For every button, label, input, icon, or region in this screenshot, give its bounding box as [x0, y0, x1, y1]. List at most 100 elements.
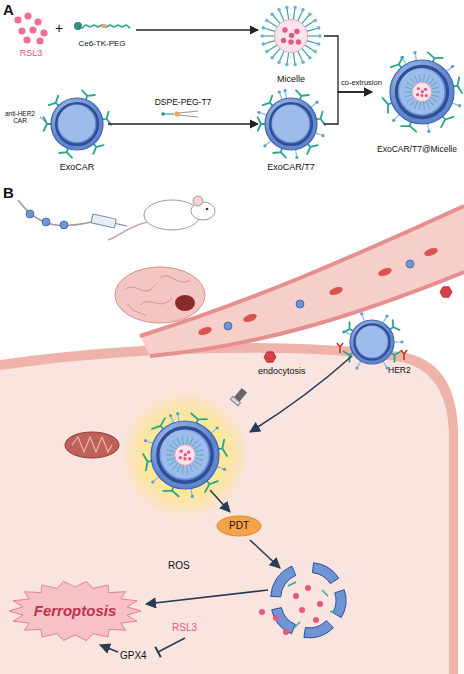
micelle-drawing: [194, 461, 200, 465]
process-arrow: [146, 590, 268, 604]
ruptured-exosome: [272, 608, 296, 634]
micelle-drawing: [168, 458, 175, 460]
micelle-drawing: [293, 63, 297, 67]
micelle-drawing: [199, 464, 201, 466]
exosome-drawing: [263, 144, 266, 147]
exosome-drawing: [315, 101, 318, 104]
micelle-drawing: [411, 80, 415, 85]
lipid-icon: [179, 111, 198, 117]
node-text: RSL3: [20, 48, 43, 58]
exosome-drawing: [315, 133, 322, 135]
micelle-drawing: [308, 35, 319, 36]
mitochondrion: [72, 437, 112, 452]
micelle-drawing: [182, 465, 184, 472]
drug-label-node: RSL3: [10, 12, 52, 58]
micelle-drawing: [423, 74, 425, 76]
micelle-drawing: [288, 39, 293, 44]
micelle-drawing: [426, 77, 429, 83]
micelle-drawing: [169, 464, 171, 466]
ruptured-exosome: [312, 563, 338, 584]
micelle-drawing: [196, 440, 198, 442]
node-text: Ce6-TK-PEG: [78, 39, 125, 48]
exosome-drawing: [451, 65, 454, 68]
exosome-dot: [26, 210, 34, 218]
micelle-drawing: [293, 6, 297, 10]
micelle-drawing: [194, 446, 200, 450]
exosome-drawing: [415, 54, 416, 61]
exosome-drawing: [354, 324, 389, 359]
light-glow: [121, 391, 249, 519]
exosome-drawing: [385, 314, 388, 317]
micelle-node: Micelle: [258, 2, 324, 84]
exosome-drawing: [263, 96, 273, 106]
exosome-drawing: [447, 67, 452, 71]
exosome-drawing: [345, 332, 352, 334]
micelle-drawing: [407, 82, 409, 84]
micelle-drawing: [186, 436, 188, 438]
exosome-drawing: [158, 428, 212, 482]
process-arrow: [100, 645, 118, 652]
micelle-drawing: [181, 436, 183, 438]
micelle-drawing: [308, 56, 312, 60]
exosome-drawing: [217, 467, 224, 469]
exosome-drawing: [191, 495, 194, 498]
micelle-drawing: [405, 86, 407, 88]
micelle-drawing: [176, 438, 178, 440]
micelle-drawing: [431, 87, 437, 89]
micelle-drawing: [260, 6, 321, 67]
micelle-drawing: [307, 41, 318, 44]
exosome-node: ExoCAR: [46, 92, 108, 172]
exosome-dot: [60, 221, 68, 229]
micelle-drawing: [293, 9, 295, 20]
process-label: co-extrusion: [341, 79, 382, 88]
exosome-drawing: [144, 439, 147, 442]
injection-tube: [18, 200, 92, 226]
exosome-drawing: [146, 441, 153, 443]
micelle-drawing: [196, 467, 198, 469]
micelle-drawing: [287, 52, 289, 63]
micelle-drawing: [426, 101, 429, 107]
exosome-drawing: [273, 106, 309, 142]
micelle-drawing: [201, 449, 203, 451]
exosome-drawing: [355, 366, 358, 369]
exosome-drawing: [143, 454, 152, 470]
exosome-drawing: [344, 322, 353, 332]
exosome-drawing: [44, 117, 51, 131]
micelle-drawing: [411, 99, 415, 104]
exosome-drawing: [458, 104, 461, 107]
micelle-drawing: [406, 87, 412, 89]
exosome-drawing: [273, 148, 286, 157]
micelle-drawing: [178, 464, 181, 470]
blood-vessel: [328, 285, 344, 296]
micelle-drawing: [404, 74, 440, 110]
micelle-drawing: [313, 50, 317, 54]
drug-dot: [40, 29, 47, 36]
exosome-drawing: [171, 416, 173, 423]
micelle-drawing: [174, 463, 179, 468]
node-text: ExoCAR/T7@Micelle: [377, 145, 457, 155]
micelle-drawing: [408, 97, 413, 101]
exosome-drawing: [427, 130, 430, 133]
micelle-drawing: [302, 48, 309, 56]
flow-arrow: [108, 123, 258, 124]
micelle-drawing: [168, 455, 175, 456]
exosome-drawing: [358, 361, 362, 367]
micelle-drawing: [280, 11, 285, 21]
exosome-drawing: [178, 415, 179, 422]
micelle-drawing: [415, 101, 418, 107]
drug-molecule: [440, 287, 452, 297]
micelle-drawing: [421, 90, 424, 93]
exosome-dot: [42, 218, 50, 226]
micelle-drawing: [282, 27, 287, 32]
exosome-drawing: [307, 144, 317, 154]
micelle-drawing: [424, 88, 427, 91]
micelle-drawing: [301, 8, 305, 12]
exosome-drawing: [357, 327, 388, 358]
exosome-drawing: [218, 440, 227, 456]
micelle-drawing: [318, 34, 322, 38]
blood-vessel: [140, 206, 464, 356]
exosome-drawing: [44, 90, 111, 157]
cell-membrane: [0, 343, 458, 674]
micelle-drawing: [285, 6, 289, 10]
